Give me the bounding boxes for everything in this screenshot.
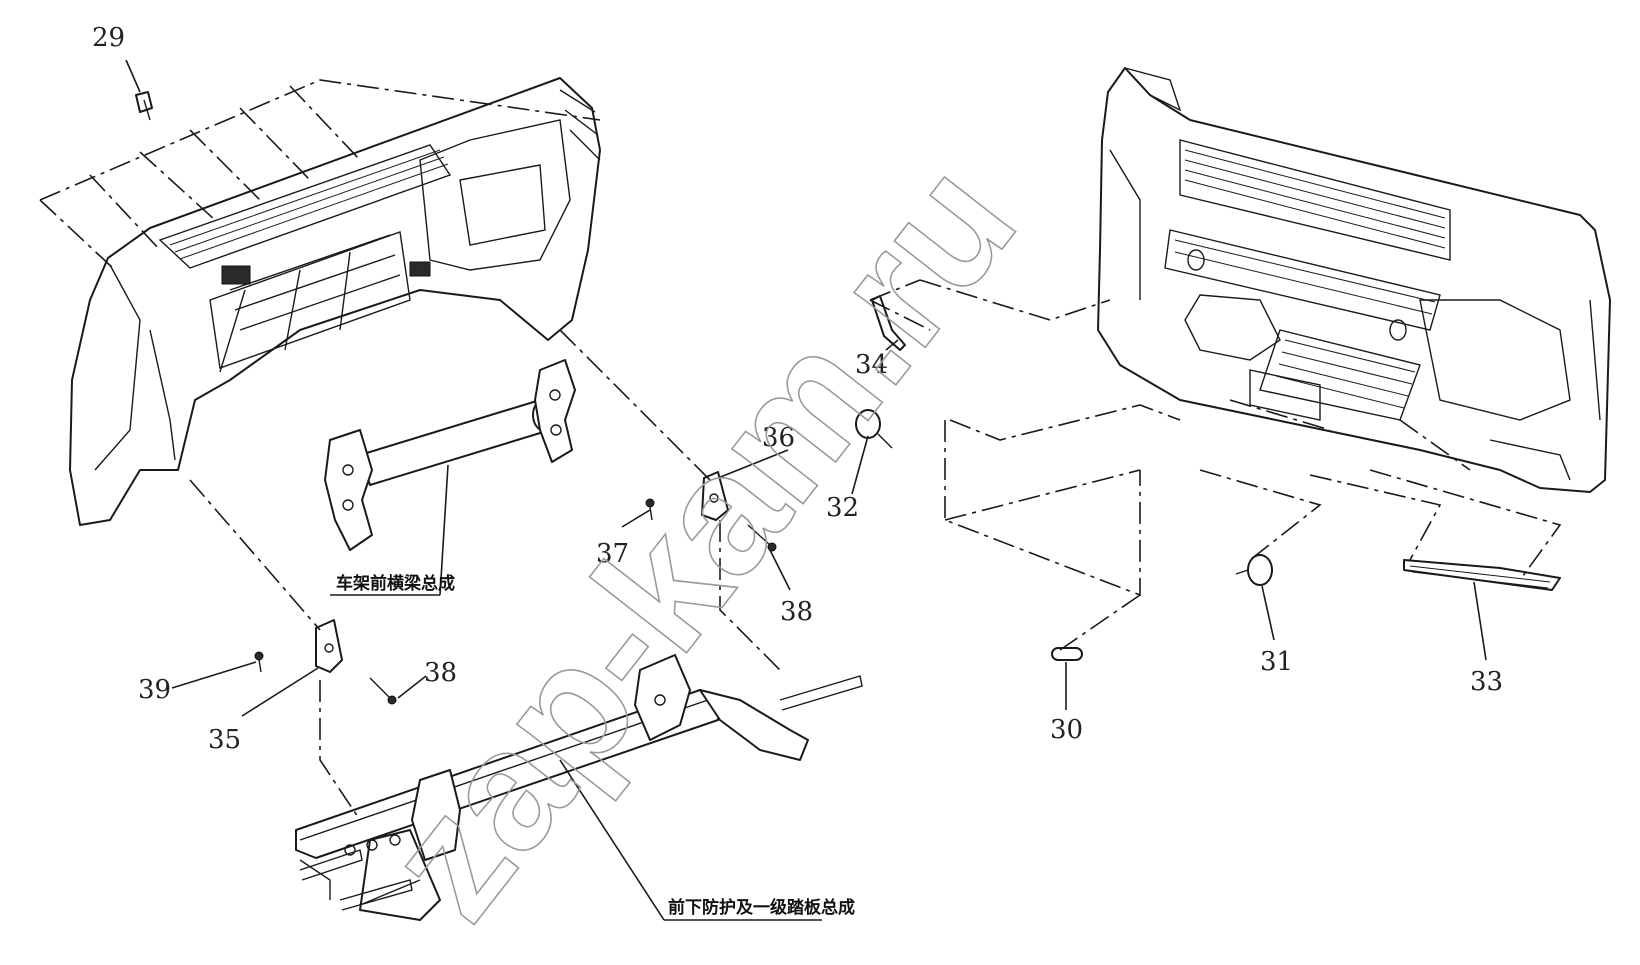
callout-36: 36 — [762, 423, 795, 453]
bolt-37 — [645, 498, 655, 521]
callout-38-upper: 38 — [780, 597, 813, 627]
callout-38-lower: 38 — [424, 658, 457, 688]
bolt-38-upper — [747, 524, 777, 552]
leader-lines — [125, 59, 1487, 921]
bracket-36 — [701, 471, 729, 521]
callout-30: 30 — [1050, 715, 1083, 745]
callout-29: 29 — [92, 23, 125, 53]
bracket-35 — [315, 619, 343, 673]
bolt-38-lower — [369, 677, 397, 705]
callout-35: 35 — [208, 725, 241, 755]
bolt-39 — [254, 651, 264, 673]
callout-37: 37 — [596, 539, 629, 569]
callout-31: 31 — [1260, 647, 1293, 677]
front-lower-guard-step-assembly — [295, 654, 863, 921]
callout-34: 34 — [855, 350, 888, 380]
label-frame-front-crossbeam: 车架前横梁总成 — [336, 573, 455, 594]
grille-strip-33 — [1403, 559, 1561, 591]
plug-cap-31 — [1235, 554, 1273, 586]
frame-front-crossbeam — [324, 359, 576, 551]
bumper-support-frame — [69, 77, 601, 526]
callout-numbers: 29 34 36 32 37 38 38 39 35 30 31 33 — [92, 23, 1503, 755]
callout-32: 32 — [826, 493, 859, 523]
label-front-lower-guard-step: 前下防护及一级踏板总成 — [668, 897, 855, 918]
assembly-dash-lines — [39, 79, 1562, 821]
lamp-30 — [1051, 647, 1083, 661]
bolt-29 — [135, 91, 153, 121]
callout-33: 33 — [1470, 667, 1503, 697]
front-bumper-cover — [1097, 67, 1611, 493]
callout-39: 39 — [138, 675, 171, 705]
